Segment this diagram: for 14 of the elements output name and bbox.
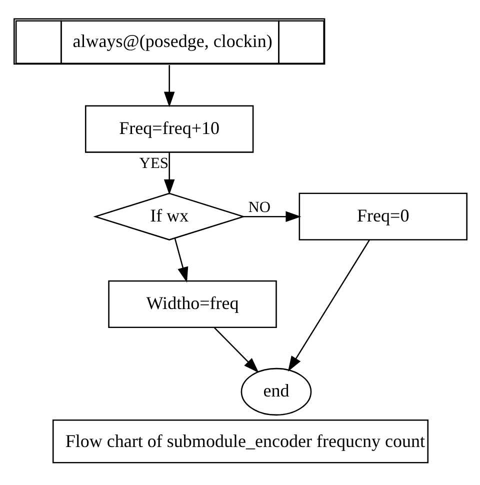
edge-label: NO [248,198,270,216]
node-box: Freq=freq+10 [84,104,254,152]
node-box: Freq=0 [298,192,467,240]
arrow [163,64,174,107]
node-diamond: If wx [92,192,246,240]
arrow [287,239,370,372]
node-box: Widtho=freq [108,280,276,328]
edge-label: YES [138,154,168,172]
arrow [214,326,258,372]
arrow [174,238,188,282]
arrow [243,210,301,222]
node-ellipse: end [240,367,312,416]
caption: Flow chart of submodule_encoder frequcny count [64,430,425,450]
arrow [163,152,174,194]
